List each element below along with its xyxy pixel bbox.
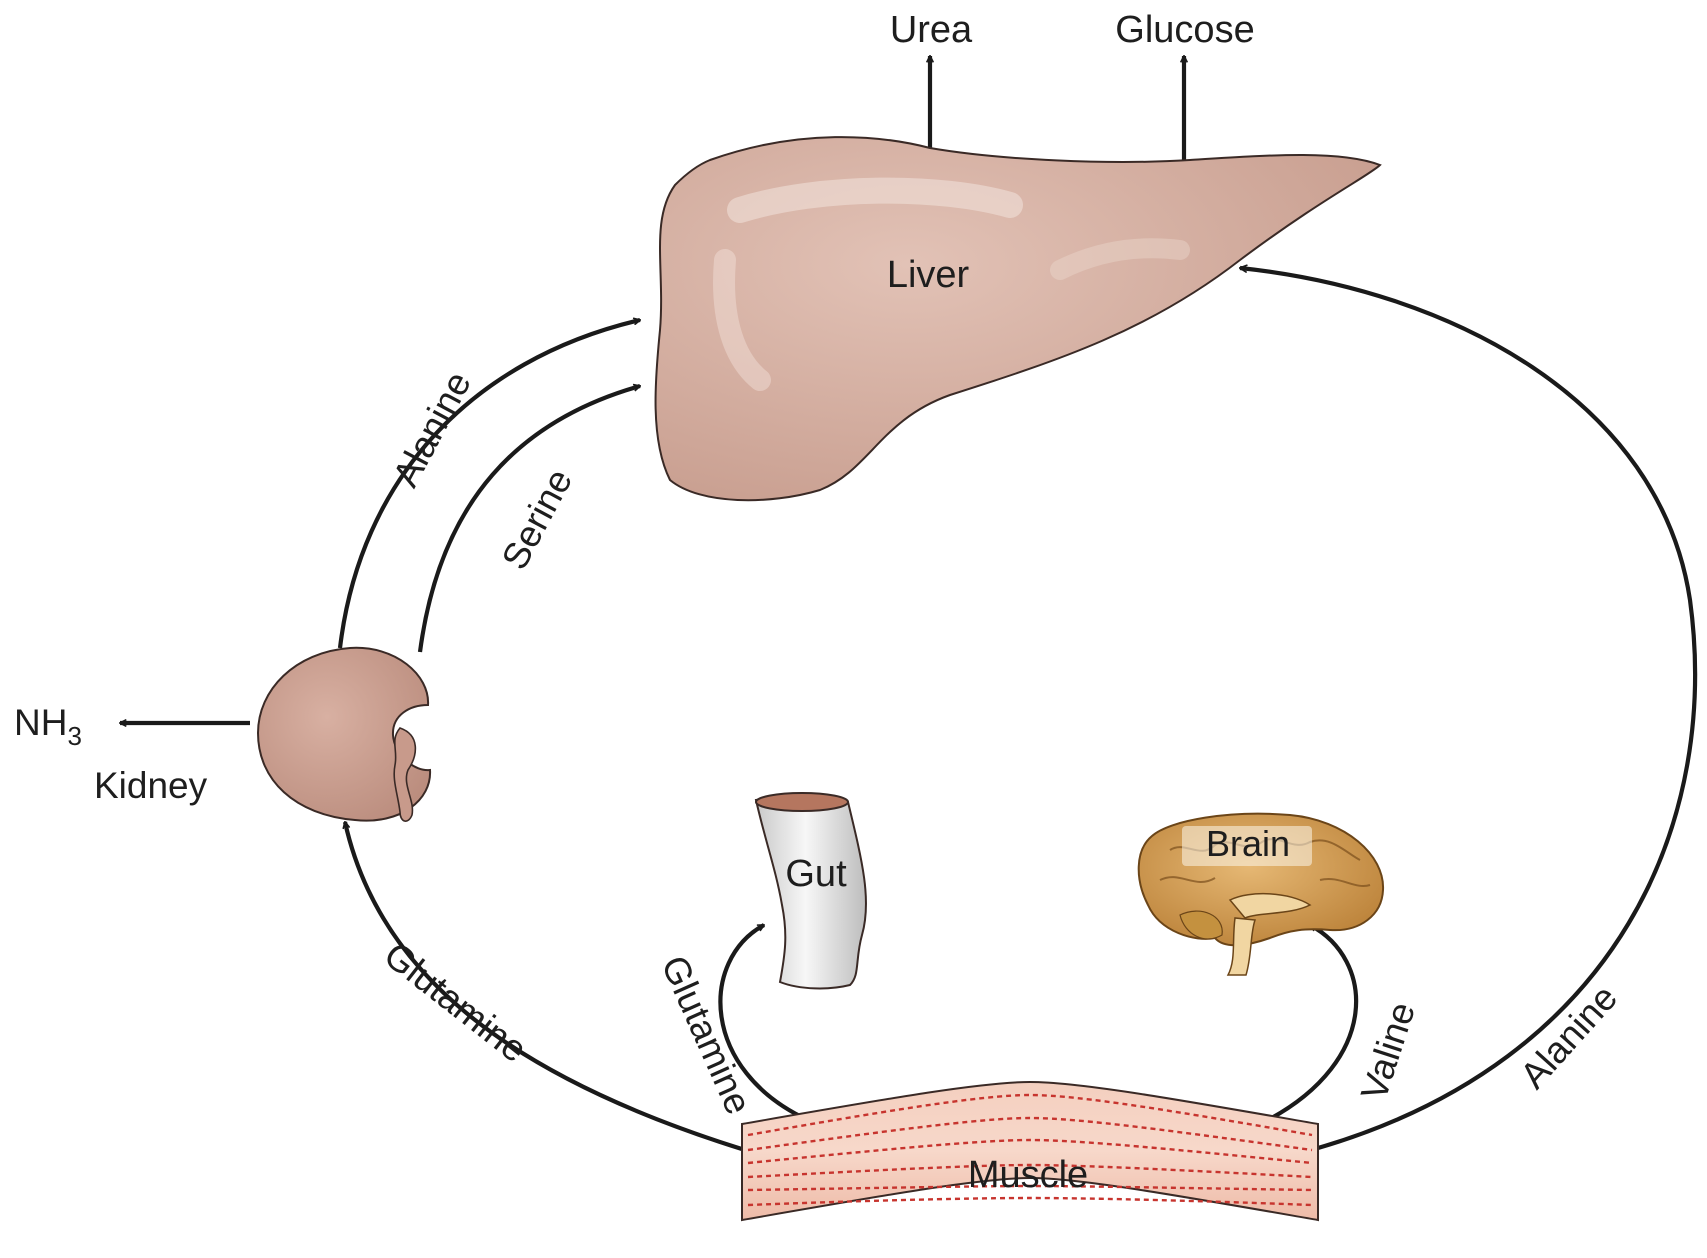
pathway-label-muscle-gut-glutamine: Glutamine — [653, 950, 759, 1121]
kidney-icon — [258, 648, 430, 821]
muscle-icon — [742, 1082, 1318, 1220]
pathway-label-kidney-liver-serine: Serine — [494, 462, 580, 576]
pathway-label-muscle-kidney-glutamine: Glutamine — [377, 934, 535, 1070]
arrow-muscle-to-liver-alanine — [1240, 268, 1695, 1148]
ammonia-label: NH3 — [14, 702, 82, 751]
pathway-label-muscle-brain-valine: Valine — [1353, 997, 1423, 1105]
ammonia-subscript: 3 — [67, 721, 81, 751]
kidney-label: Kidney — [94, 765, 208, 806]
gut-label: Gut — [785, 853, 847, 895]
muscle-label: Muscle — [968, 1154, 1088, 1196]
brain-label: Brain — [1206, 823, 1290, 864]
urea-label: Urea — [890, 9, 973, 51]
pathway-label-kidney-liver-alanine: Alanine — [385, 365, 479, 493]
arrow-muscle-to-brain-valine — [1268, 925, 1356, 1120]
arrow-kidney-to-liver-alanine — [340, 320, 640, 648]
ammonia-base: NH — [14, 702, 67, 743]
liver-icon — [656, 137, 1380, 500]
liver-label: Liver — [887, 254, 970, 296]
glucose-label: Glucose — [1115, 9, 1254, 51]
